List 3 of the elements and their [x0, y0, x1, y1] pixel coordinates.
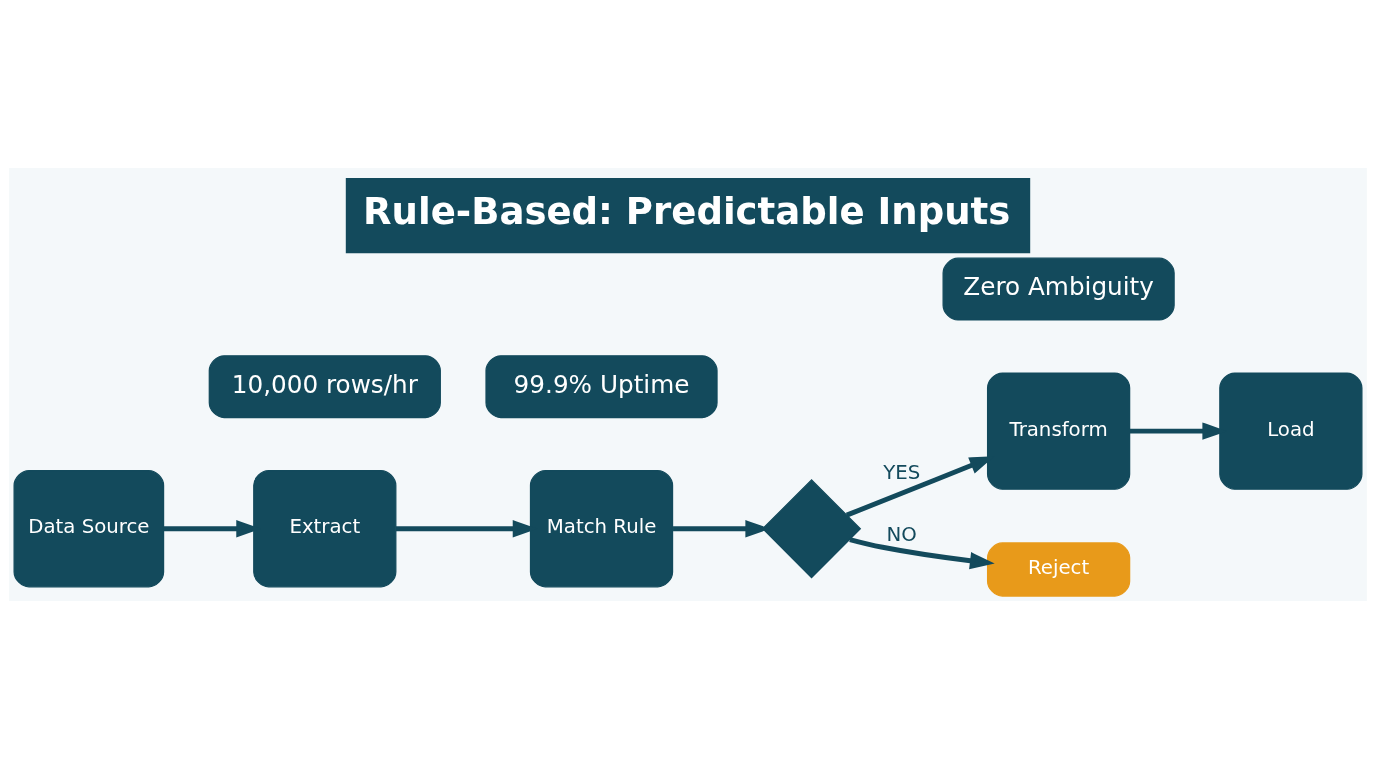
edge-label: NO: [886, 522, 917, 546]
edge-label: YES: [883, 460, 921, 484]
diagram-title: Rule-Based: Predictable Inputs: [363, 189, 1011, 233]
